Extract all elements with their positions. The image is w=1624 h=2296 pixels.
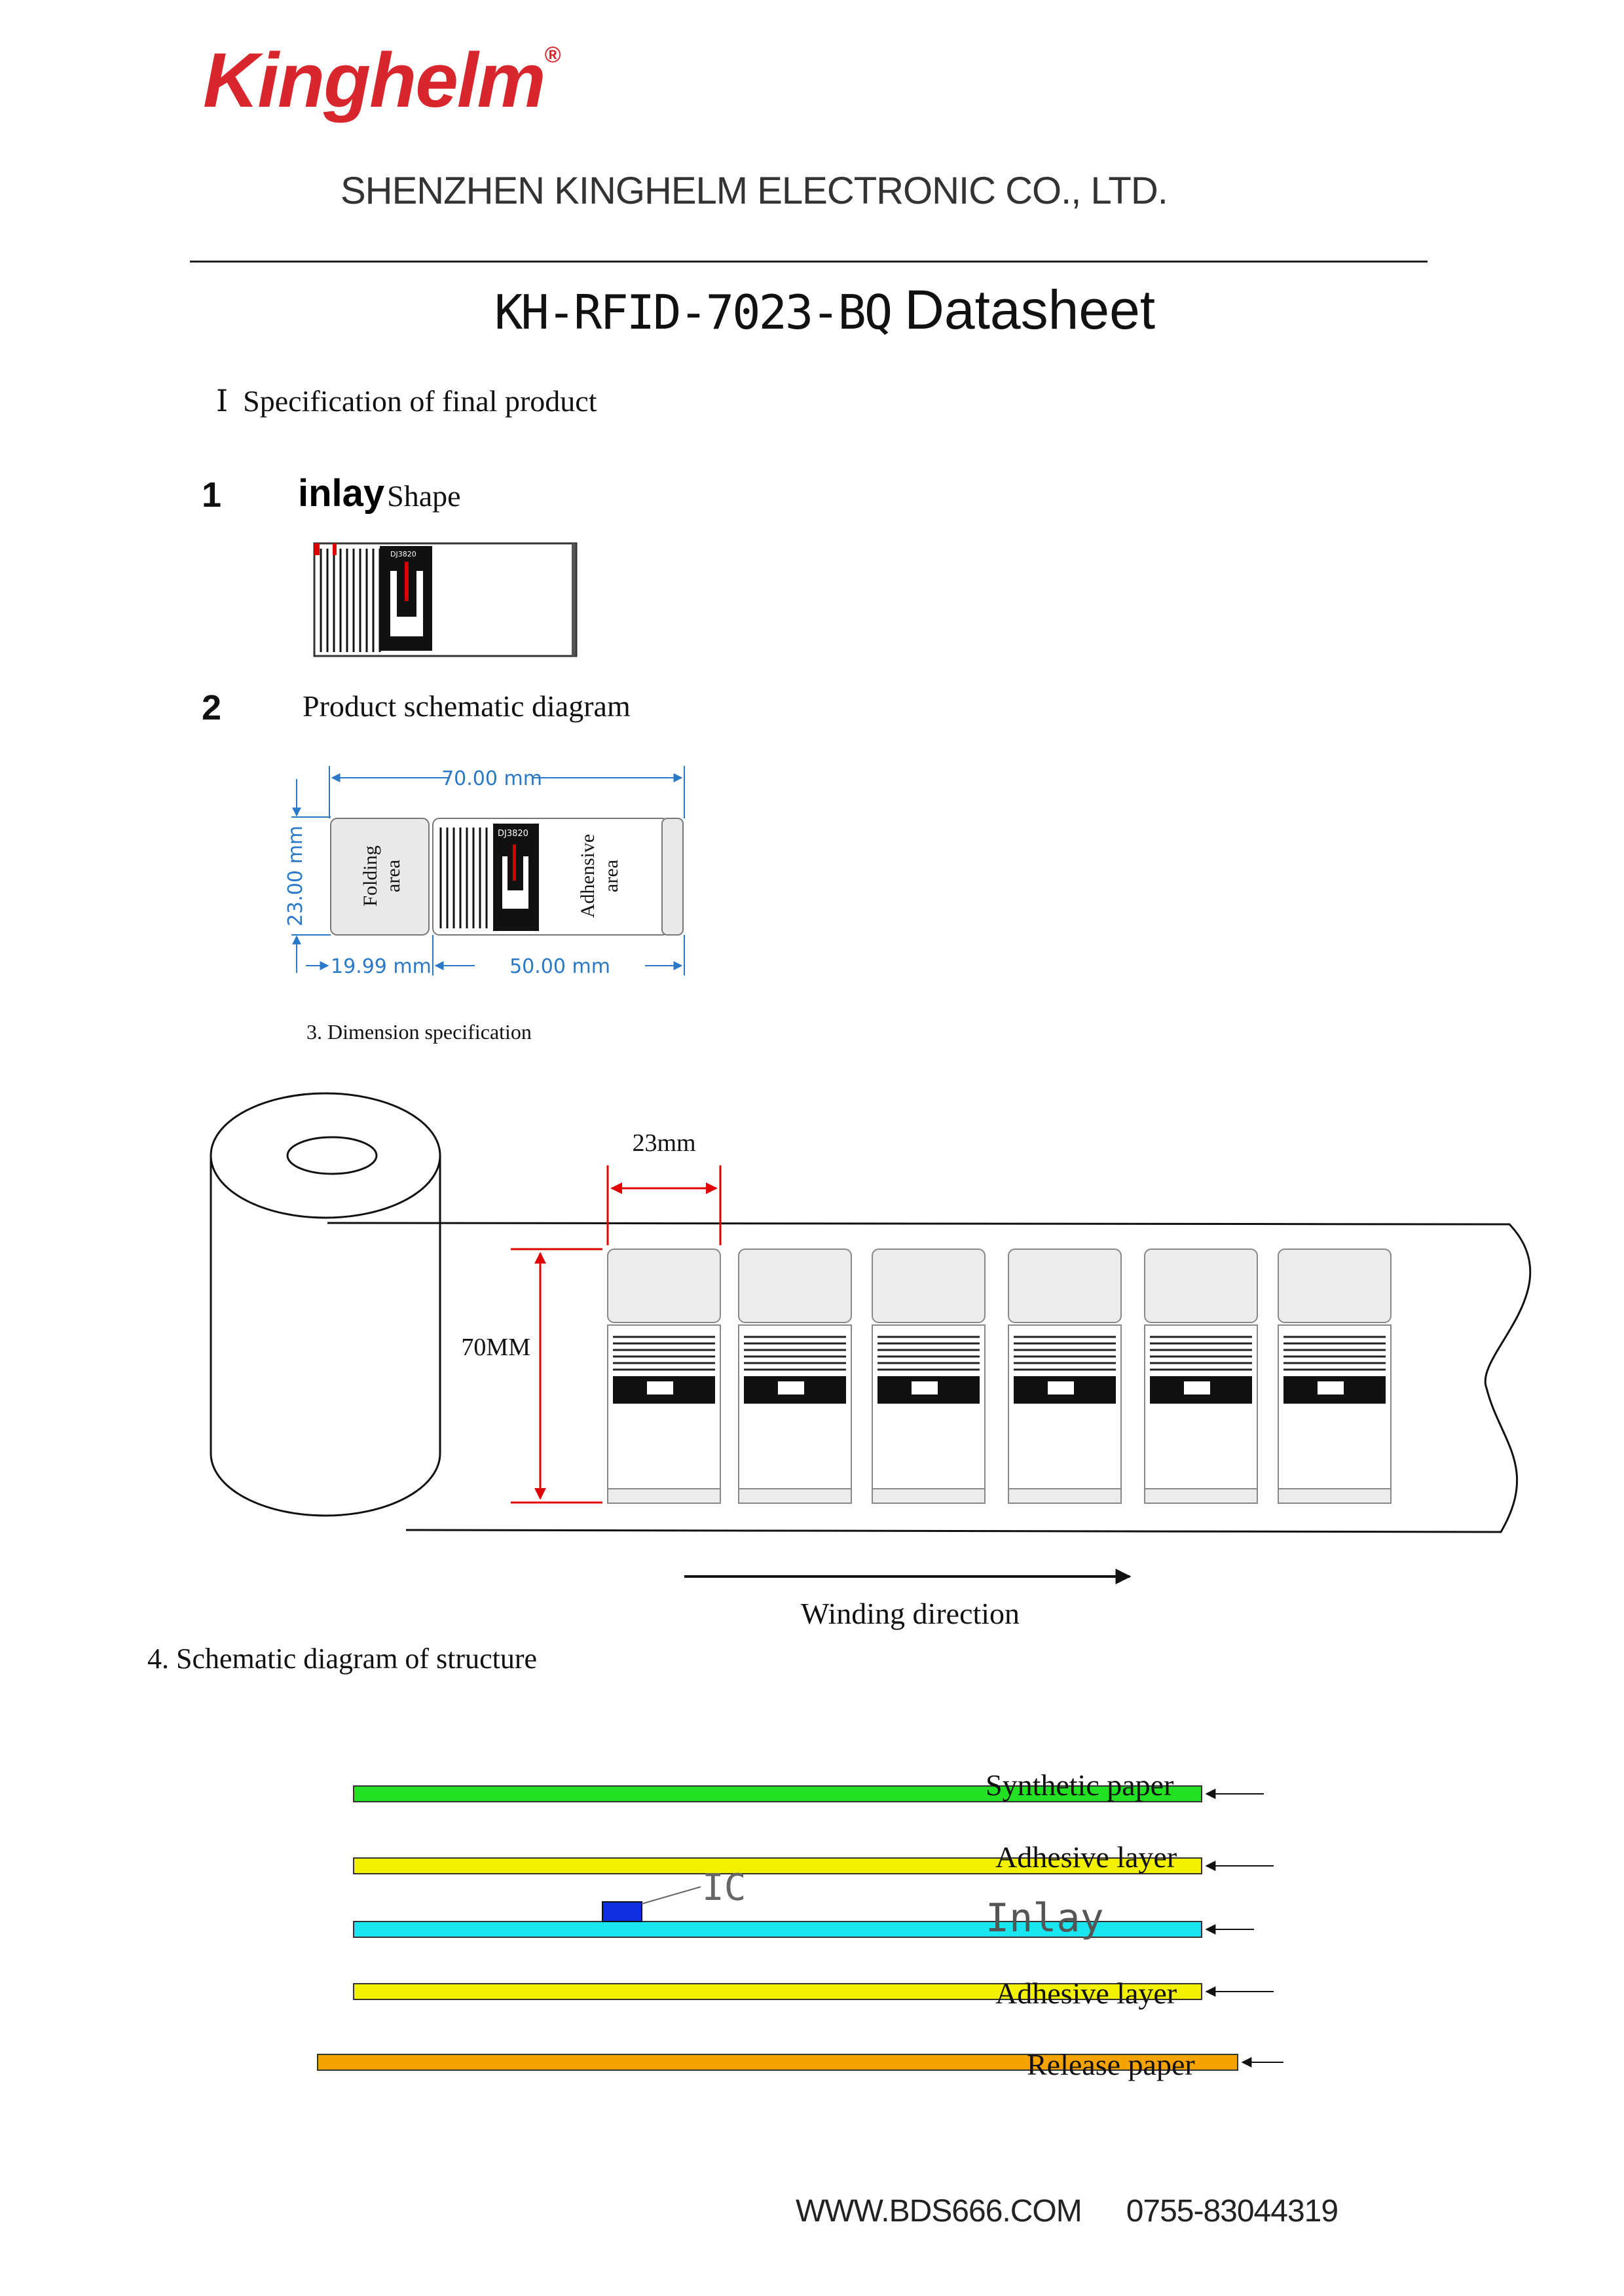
layer-inlay	[353, 1921, 1202, 1938]
kinghelm-logo: Kinghelm®	[203, 37, 561, 124]
company-name: SHENZHEN KINGHELM ELECTRONIC CO., LTD.	[341, 170, 1168, 212]
pitch-label: 23mm	[632, 1129, 695, 1157]
part-number: KH-RFID-7023-BQ	[494, 285, 893, 340]
height-label: 70MM	[461, 1334, 530, 1361]
item3-heading: 3. Dimension specification	[306, 1020, 532, 1044]
inlay-shape-image: DJ3820	[313, 542, 578, 657]
folding-area-label-2: area	[382, 860, 404, 892]
label-inlay: Inlay	[986, 1895, 1104, 1941]
document-title: KH-RFID-7023-BQ Datasheet	[494, 278, 1155, 342]
header-divider	[190, 261, 1428, 263]
dim-width-label: 70.00 mm	[441, 767, 542, 790]
item1-text: Shape	[387, 479, 461, 513]
ic-label: IC	[702, 1867, 746, 1909]
structure-diagram: IC	[317, 1785, 1283, 2071]
schematic-chip-label: DJ3820	[498, 829, 528, 839]
winding-label: Winding direction	[801, 1597, 1020, 1630]
footer-website: WWW.BDS666.COM	[796, 2194, 1082, 2229]
item2-number: 2	[202, 688, 222, 727]
item2-heading: Product schematic diagram	[303, 689, 631, 723]
label-synthetic-paper: Synthetic paper	[986, 1768, 1174, 1802]
footer-phone: 0755-83044319	[1126, 2194, 1338, 2229]
item1-bold: inlay	[298, 472, 385, 515]
item1-heading: inlay Shape	[298, 471, 461, 515]
section-roman: Ⅰ	[216, 384, 229, 418]
roll-dimension-diagram: 23mm 70MM Winding direction	[210, 1092, 1532, 1630]
dim-folding-label: 19.99 mm	[331, 955, 432, 978]
label-tags	[607, 1248, 1392, 1504]
title-suffix: Datasheet	[904, 279, 1156, 340]
dim-height-label: 23.00 mm	[284, 826, 307, 926]
footer: WWW.BDS666.COM 0755-83044319	[796, 2193, 1382, 2229]
ic-chip	[602, 1901, 642, 1922]
label-release-paper: Release paper	[1027, 2048, 1195, 2081]
label-adhesive-layer-top: Adhesive layer	[995, 1840, 1177, 1874]
layer-synthetic-paper	[353, 1785, 1202, 1802]
folding-area-label-1: Folding	[360, 845, 381, 906]
product-schematic-diagram: 70.00 mm 23.00 mm DJ3820 Folding area Ad…	[284, 766, 685, 978]
adhesive-area-label-2: area	[600, 860, 622, 892]
item1-number: 1	[202, 475, 222, 515]
layer-release-paper	[317, 2054, 1238, 2071]
label-adhesive-layer-bottom: Adhesive layer	[995, 1977, 1177, 2010]
item4-heading: 4. Schematic diagram of structure	[147, 1643, 538, 1675]
adhesive-area-label-1: Adhensive	[577, 834, 599, 918]
inlay-chip-label: DJ3820	[390, 550, 416, 558]
section-label: Specification of final product	[243, 384, 597, 418]
layer-adhesive-top	[353, 1857, 1202, 1874]
section-heading: Ⅰ Specification of final product	[216, 383, 597, 418]
layer-adhesive-bottom	[353, 1983, 1202, 2000]
registered-mark: ®	[544, 43, 561, 67]
dim-adhesive-label: 50.00 mm	[509, 955, 610, 978]
